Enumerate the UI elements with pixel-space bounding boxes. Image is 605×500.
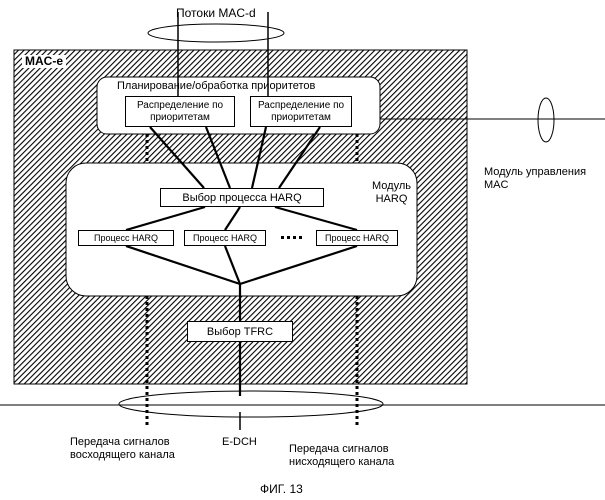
scheduling-title: Планирование/обработка приоритетов	[117, 80, 315, 93]
mac-e-label: MAC-e	[22, 55, 66, 68]
harq-module-label-line1: Модуль	[372, 180, 411, 193]
harq-selection-box: Выбор процесса HARQ	[160, 188, 324, 207]
distribution-right-label: Распределение по приоритетам	[251, 100, 351, 124]
harq-ellipsis-text: ....	[279, 222, 289, 235]
harq-process-box-2: Процесс HARQ	[184, 230, 266, 246]
e-dch-label: E-DCH	[222, 436, 257, 449]
mac-control-line1: Модуль управления	[484, 166, 586, 179]
tfrc-box: Выбор TFRC	[187, 321, 293, 342]
uplink-label: Передача сигналов восходящего канала	[70, 436, 175, 462]
distribution-box-right: Распределение по приоритетам	[250, 96, 352, 127]
distribution-box-left: Распределение по приоритетам	[125, 96, 235, 127]
mac-d-flows-label: Потоки MAC-d	[176, 7, 256, 20]
harq-process-box-3: Процесс HARQ	[316, 230, 398, 246]
downlink-line2: нисходящего канала	[289, 456, 394, 469]
figure-caption: ФИГ. 13	[260, 483, 303, 496]
harq-process-1-label: Процесс HARQ	[94, 232, 158, 244]
mac-control-ellipse	[538, 98, 554, 142]
harq-process-2-label: Процесс HARQ	[193, 232, 257, 244]
harq-module-label: Модуль HARQ	[372, 180, 411, 206]
uplink-line2: восходящего канала	[70, 449, 175, 462]
downlink-line1: Передача сигналов	[289, 443, 394, 456]
harq-module-label-line2: HARQ	[372, 193, 411, 206]
e-dch-ellipse	[119, 391, 383, 417]
distribution-left-label: Распределение по приоритетам	[126, 100, 234, 124]
mac-d-flows-ellipse	[148, 24, 284, 42]
harq-process-box-1: Процесс HARQ	[78, 230, 174, 246]
harq-selection-label: Выбор процесса HARQ	[182, 192, 301, 204]
downlink-label: Передача сигналов нисходящего канала	[289, 443, 394, 469]
mac-control-label: Модуль управления MAC	[484, 166, 586, 192]
tfrc-label: Выбор TFRC	[207, 326, 273, 338]
harq-process-3-label: Процесс HARQ	[325, 232, 389, 244]
uplink-line1: Передача сигналов	[70, 436, 175, 449]
mac-control-line2: MAC	[484, 179, 586, 192]
